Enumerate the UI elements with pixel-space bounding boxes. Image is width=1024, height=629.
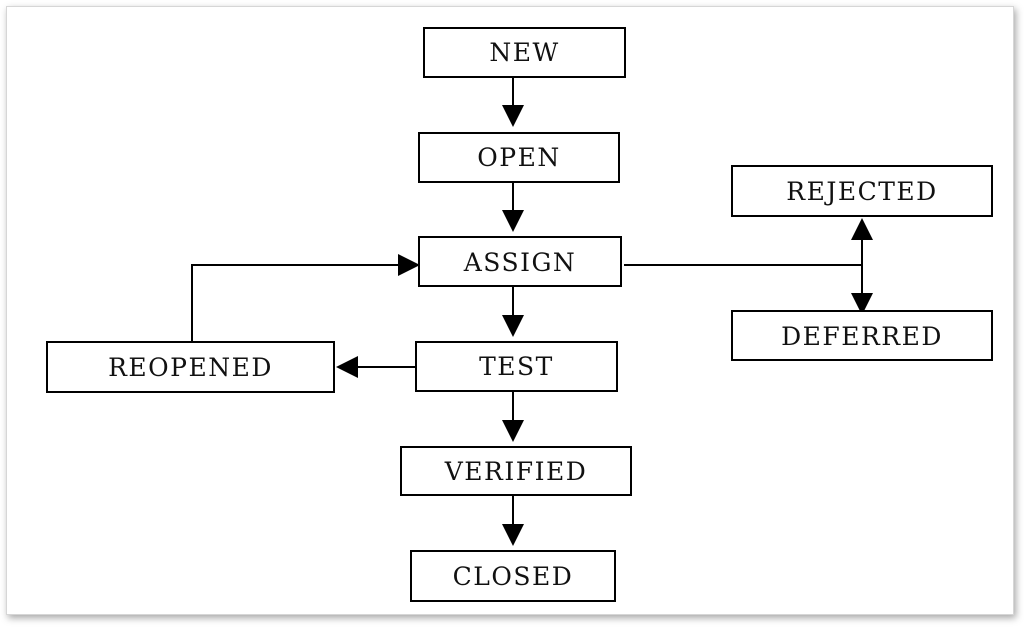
node-reopened: REOPENED xyxy=(46,341,335,393)
node-open: OPEN xyxy=(418,132,620,183)
node-verified-label: VERIFIED xyxy=(444,457,588,486)
edge-assign-to-rejected-deferred xyxy=(624,218,873,315)
node-open-label: OPEN xyxy=(477,143,560,172)
edge-verified-to-closed xyxy=(502,496,524,546)
node-rejected: REJECTED xyxy=(731,165,993,217)
edge-assign-to-test xyxy=(502,287,524,337)
node-assign: ASSIGN xyxy=(418,236,622,287)
node-test-label: TEST xyxy=(479,352,554,381)
node-test: TEST xyxy=(415,341,618,392)
node-new-label: NEW xyxy=(489,38,559,67)
node-closed-label: CLOSED xyxy=(453,562,574,591)
edge-open-to-assign xyxy=(502,183,524,232)
node-deferred-label: DEFERRED xyxy=(781,322,943,351)
node-verified: VERIFIED xyxy=(400,446,632,496)
node-new: NEW xyxy=(423,27,626,78)
node-deferred: DEFERRED xyxy=(731,310,993,361)
node-reopened-label: REOPENED xyxy=(108,353,273,382)
edge-new-to-open xyxy=(502,78,524,127)
node-rejected-label: REJECTED xyxy=(786,177,937,206)
edge-test-to-reopened xyxy=(336,356,416,378)
edge-reopened-to-assign xyxy=(191,254,420,341)
node-assign-label: ASSIGN xyxy=(463,248,577,277)
node-closed: CLOSED xyxy=(410,550,616,602)
edge-test-to-verified xyxy=(502,392,524,442)
